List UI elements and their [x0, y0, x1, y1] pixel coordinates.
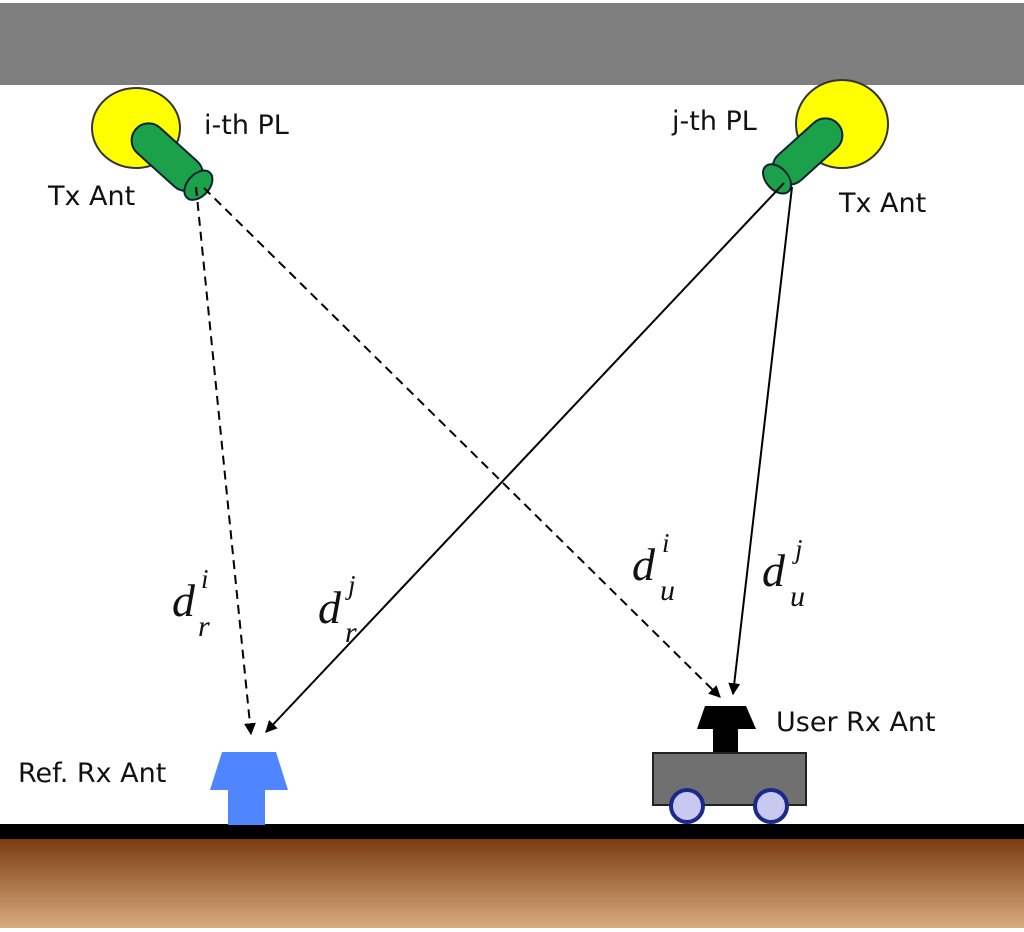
d-r-j-sub: r — [345, 616, 357, 649]
link-j-to-user — [728, 186, 793, 696]
d-u-i-base: d — [632, 539, 656, 590]
user-rx-stem — [713, 728, 738, 755]
ref-rx-head — [210, 752, 288, 790]
d-r-j-sup: j — [345, 570, 356, 600]
label-pl-j: j-th PL — [671, 106, 757, 137]
label-tx-ant-left: Tx Ant — [47, 181, 135, 212]
distance-d-r-j: d j r — [318, 570, 357, 649]
d-u-j-sup: j — [792, 534, 803, 564]
d-r-j-base: d — [318, 582, 342, 633]
d-r-i-sub: r — [198, 610, 210, 643]
link-i-to-user — [203, 187, 721, 698]
user-rx-head — [697, 706, 756, 729]
label-pl-i: i-th PL — [204, 110, 289, 141]
ceiling — [0, 3, 1024, 85]
d-r-i-sup: i — [201, 564, 209, 594]
ref-rx-antenna — [210, 752, 288, 825]
tx-antenna-j — [762, 79, 889, 195]
distance-d-u-i: d i u — [632, 528, 675, 607]
d-u-j-sub: u — [790, 580, 805, 613]
cart-wheel-left — [669, 788, 705, 824]
tx-antenna-i — [91, 87, 214, 201]
d-u-j-base: d — [762, 545, 786, 596]
distance-d-u-j: d j u — [762, 534, 805, 613]
tx-lens-j — [762, 163, 793, 195]
ref-rx-stem — [228, 789, 265, 825]
label-user-rx-ant: User Rx Ant — [776, 707, 936, 738]
floor — [0, 838, 1024, 928]
d-u-i-sub: u — [660, 574, 675, 607]
label-ref-rx-ant: Ref. Rx Ant — [18, 758, 166, 789]
d-r-i-base: d — [172, 575, 196, 626]
link-i-to-ref — [195, 186, 256, 736]
cart-wheel-right — [753, 788, 789, 824]
floor-line — [0, 824, 1024, 839]
distance-d-r-i: d i r — [172, 564, 210, 643]
link-j-to-ref — [265, 182, 785, 733]
label-tx-ant-right: Tx Ant — [838, 188, 926, 219]
user-rx-cart — [652, 706, 807, 824]
d-u-i-sup: i — [662, 528, 670, 558]
tx-lens-i — [183, 169, 214, 201]
